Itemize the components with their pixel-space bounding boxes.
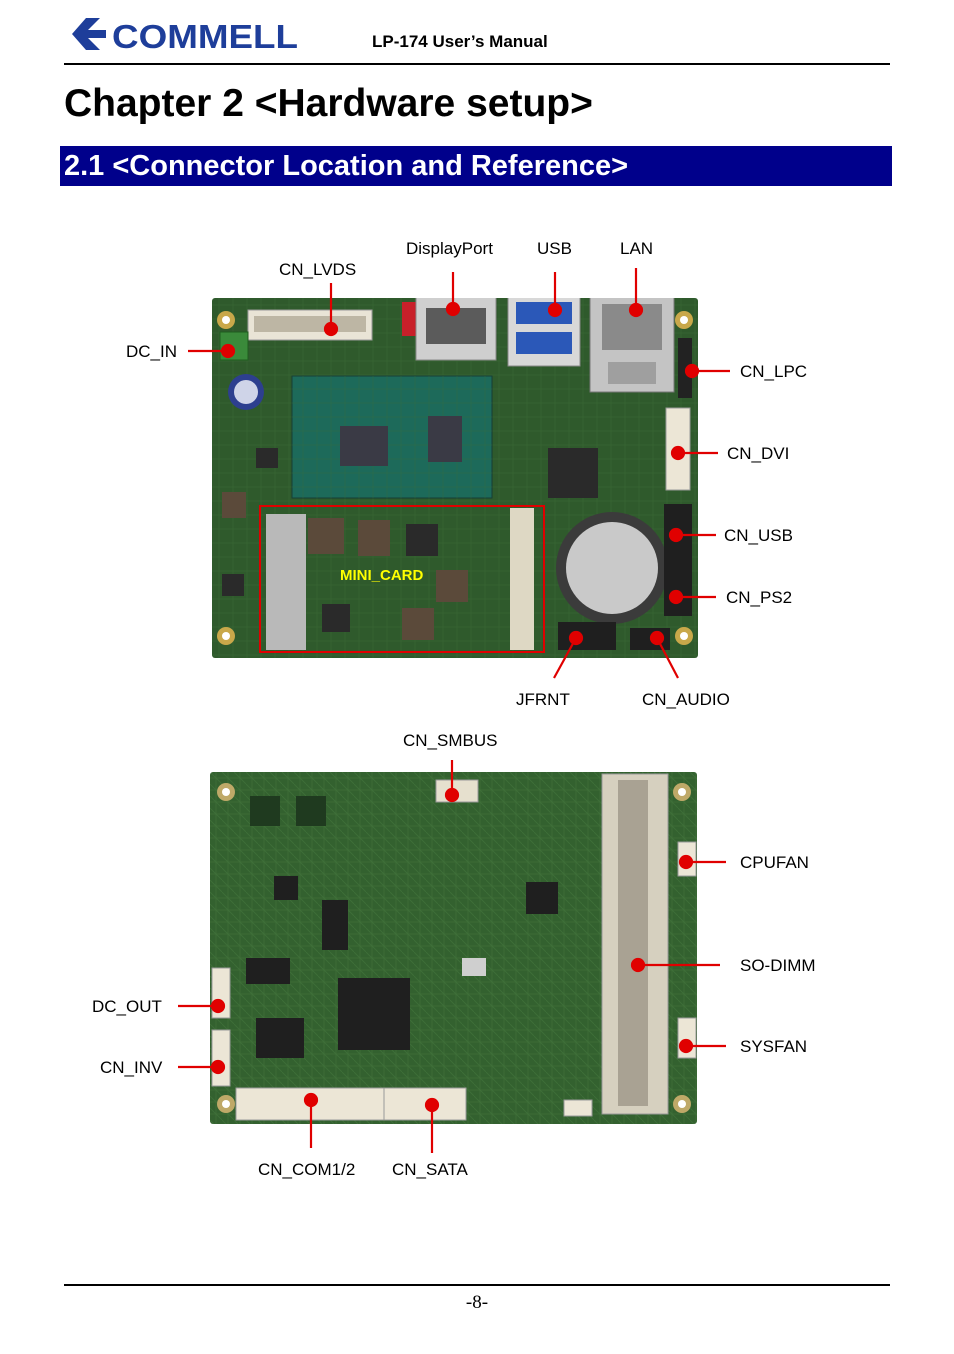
label-lan: LAN <box>620 239 654 258</box>
label-usb: USB <box>537 239 572 258</box>
section-heading: 2.1 <Connector Location and Reference> <box>60 146 892 186</box>
page-number: -8- <box>465 1292 489 1313</box>
label-cn-usb: CN_USB <box>724 526 793 545</box>
label-cn-lvds: CN_LVDS <box>279 260 357 279</box>
label-cn-audio: CN_AUDIO <box>642 690 730 709</box>
label-so-dimm: SO-DIMM <box>740 956 816 975</box>
label-cn-sata: CN_SATA <box>392 1160 468 1179</box>
chapter-title: Chapter 2 <Hardware setup> <box>64 82 593 125</box>
footer-divider <box>64 1284 890 1286</box>
label-mini-card: MINI_CARD <box>340 567 424 584</box>
label-cn-smbus: CN_SMBUS <box>403 731 498 750</box>
manual-title: LP-174 User’s Manual <box>372 32 548 51</box>
label-cpufan: CPUFAN <box>740 853 809 872</box>
header-divider <box>64 63 890 65</box>
label-cn-com12: CN_COM1/2 <box>258 1160 356 1179</box>
board-bottom-photo <box>210 772 697 1124</box>
label-dc-out: DC_OUT <box>92 997 162 1016</box>
label-displayport: DisplayPort <box>406 239 493 258</box>
label-cn-inv: CN_INV <box>100 1058 163 1077</box>
label-cn-dvi: CN_DVI <box>727 444 790 463</box>
label-cn-ps2: CN_PS2 <box>726 588 793 607</box>
board-top-photo <box>212 298 698 658</box>
label-dc-in: DC_IN <box>126 342 178 361</box>
commell-logo: COMMELL <box>66 8 306 60</box>
label-sysfan: SYSFAN <box>740 1037 808 1056</box>
label-cn-lpc: CN_LPC <box>740 362 808 381</box>
label-jfrnt: JFRNT <box>516 690 570 709</box>
svg-text:COMMELL: COMMELL <box>112 18 298 55</box>
